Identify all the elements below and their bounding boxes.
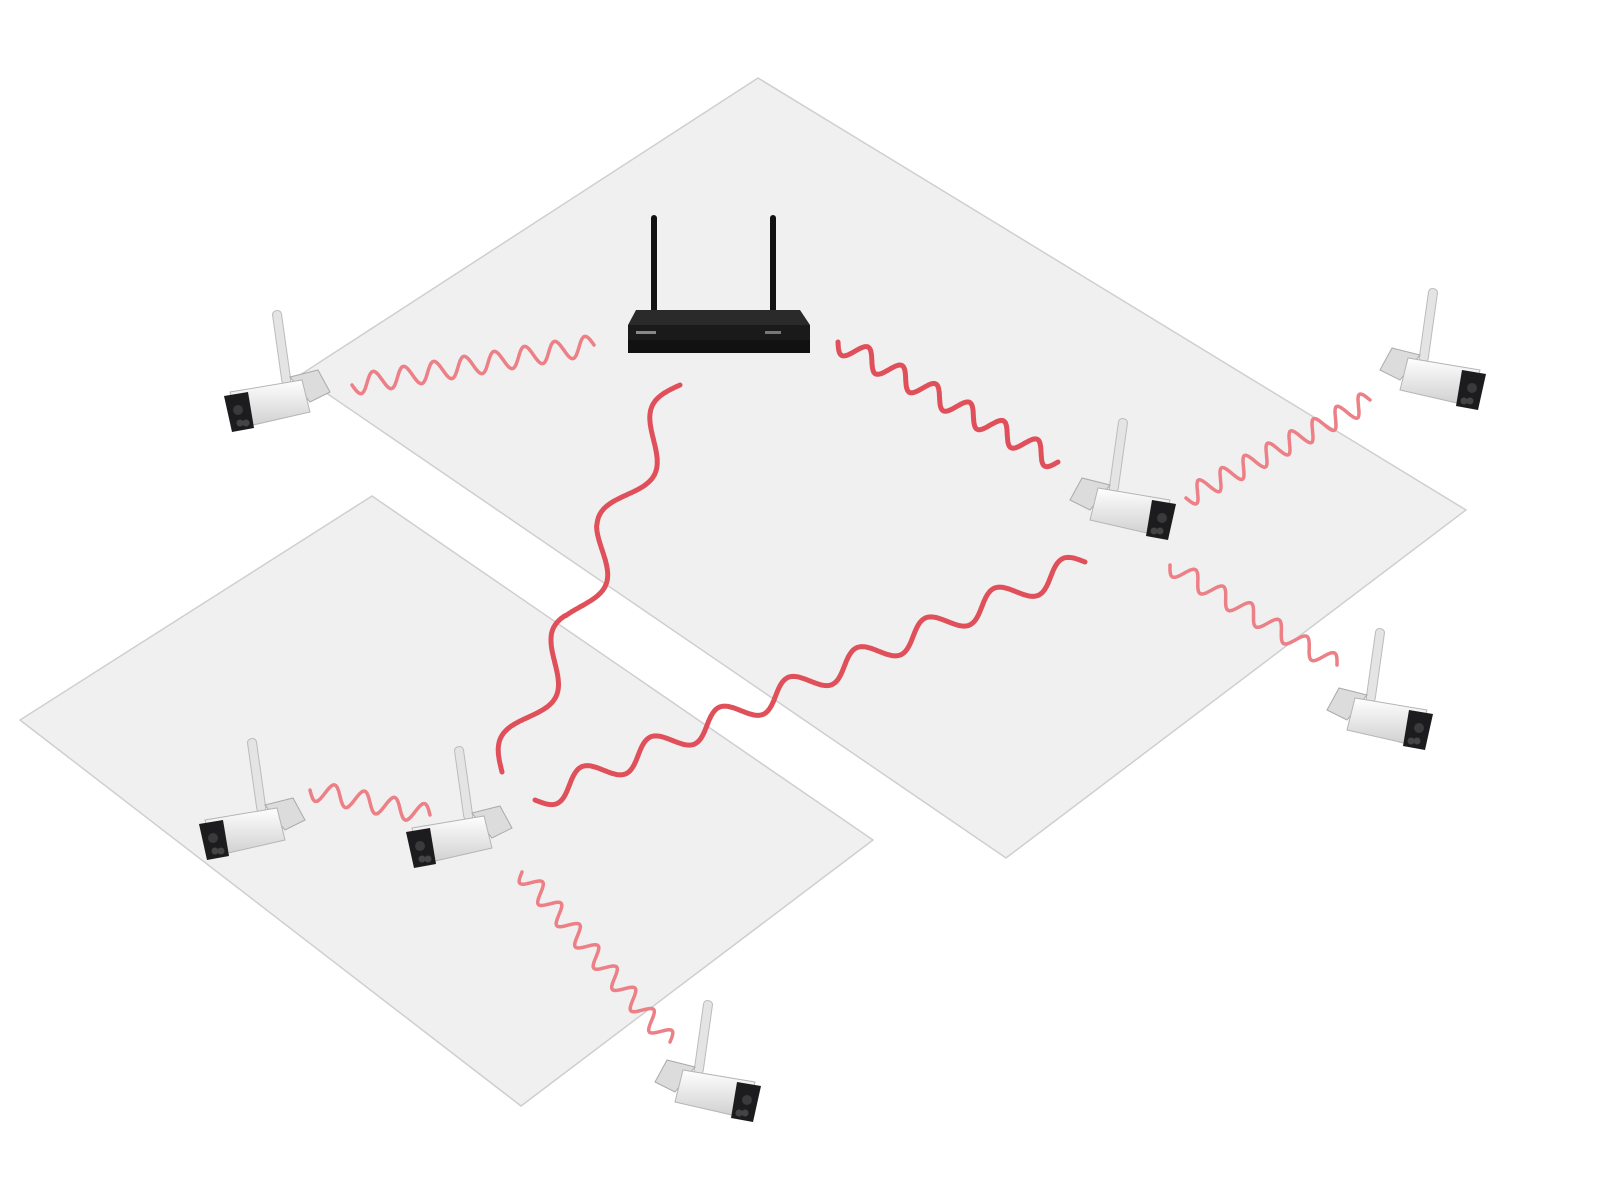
wireless-nvr-icon <box>628 215 810 353</box>
link-nvr-to-east-relay <box>835 339 1061 470</box>
camera-icon-southeast <box>1326 627 1434 751</box>
link-nvr-to-center-relay <box>495 382 683 775</box>
link-northwest-to-nvr <box>350 334 596 396</box>
link-west-to-center-relay <box>308 782 432 823</box>
camera-icon-northwest <box>223 309 331 433</box>
wireless-links <box>308 334 1372 1044</box>
camera-icon-east-far <box>1379 287 1487 411</box>
link-center-relay-to-south <box>517 870 675 1044</box>
link-east-relay-to-center-relay <box>532 554 1088 808</box>
camera-icon-south <box>654 999 762 1123</box>
link-east-relay-to-east-far <box>1184 392 1372 506</box>
link-east-relay-to-southeast <box>1168 563 1339 667</box>
coverage-zone-main <box>298 77 1468 859</box>
